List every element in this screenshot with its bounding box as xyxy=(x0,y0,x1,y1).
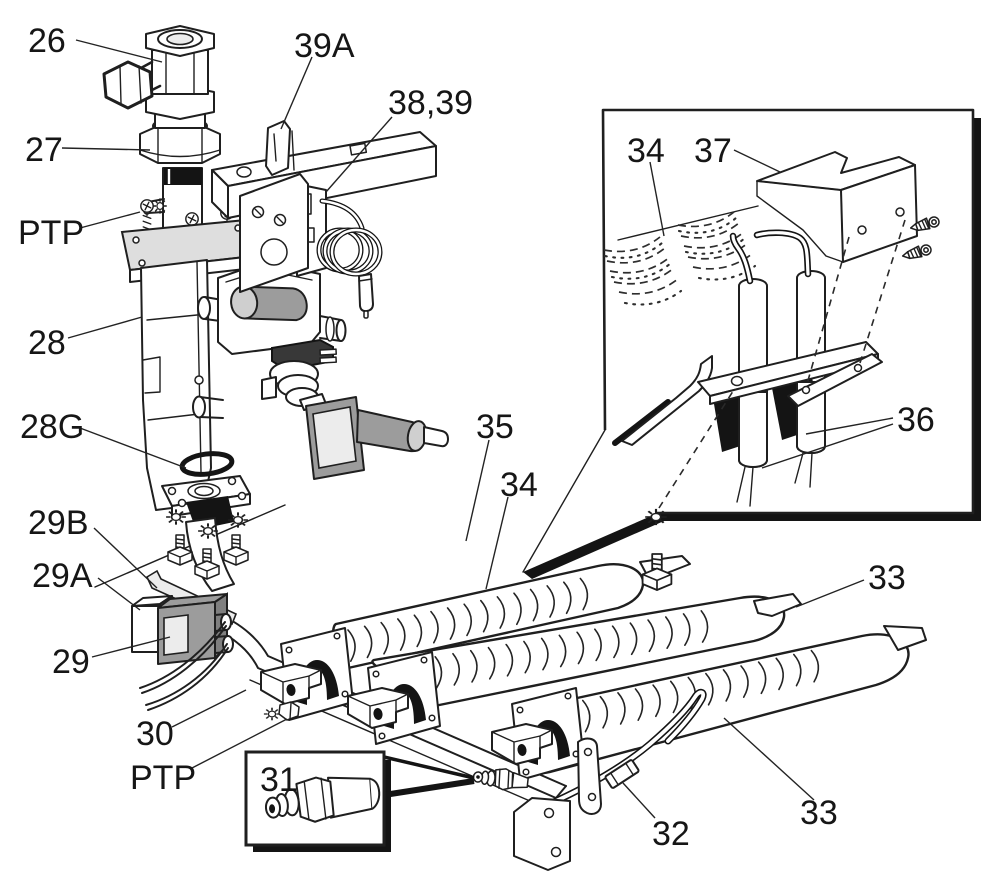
electrode-mounting-bracket xyxy=(612,341,883,446)
pilot-pipe xyxy=(541,688,707,810)
label-26: 26 xyxy=(28,22,66,60)
label-28g: 28G xyxy=(20,408,84,446)
injector-on-manifold xyxy=(472,768,529,791)
leader-lines xyxy=(61,39,865,819)
capillary-coil xyxy=(316,198,383,277)
ignition-box-29 xyxy=(157,592,234,665)
valve-boss-lower xyxy=(192,395,224,419)
ignition-unit xyxy=(131,569,238,711)
label-ptp-top: PTP xyxy=(18,214,84,252)
label-36: 36 xyxy=(897,401,935,439)
gas-cock xyxy=(102,25,234,254)
cock-handle xyxy=(102,60,162,110)
valve-actuator-stack xyxy=(261,360,319,407)
label-31: 31 xyxy=(260,761,298,799)
thermostat-38-39 xyxy=(239,173,383,319)
bracket-tab-39a xyxy=(265,120,295,176)
label-ptp-bottom: PTP xyxy=(130,759,196,797)
label-39a: 39A xyxy=(294,27,355,65)
pilot-pipe-fitting xyxy=(604,759,640,789)
cock-body xyxy=(145,25,215,120)
label-37: 37 xyxy=(694,132,732,170)
inset-injector-box xyxy=(244,750,475,852)
label-33-lower: 33 xyxy=(800,794,838,832)
thermostat-probe xyxy=(358,273,374,319)
label-35: 35 xyxy=(476,408,514,446)
main-solenoid xyxy=(299,393,449,480)
inset-electrode-panel xyxy=(522,108,981,591)
callout-labels: 26 27 PTP 28 28G 29B 29A 29 30 PTP 31 32… xyxy=(18,22,935,853)
label-27: 27 xyxy=(25,131,63,169)
label-29a: 29A xyxy=(32,557,93,595)
label-32: 32 xyxy=(652,815,690,853)
label-33-upper: 33 xyxy=(868,559,906,597)
ignition-leads xyxy=(139,621,229,711)
label-38-39: 38,39 xyxy=(388,84,473,122)
label-28: 28 xyxy=(28,324,66,362)
label-29b: 29B xyxy=(28,504,89,542)
electrode-star-washer xyxy=(644,507,668,527)
venturi-3 xyxy=(491,687,585,781)
gas-valve-body xyxy=(140,259,449,511)
label-30: 30 xyxy=(136,715,174,753)
support-bracket-pentagon xyxy=(513,797,571,871)
valve-outlet xyxy=(161,451,251,592)
label-34-main: 34 xyxy=(500,466,538,504)
injector-detail-drawing xyxy=(264,776,381,823)
retaining-bracket-37 xyxy=(756,151,918,263)
support-bracket-strip xyxy=(577,737,602,815)
label-29: 29 xyxy=(52,643,90,681)
label-34-inset: 34 xyxy=(627,132,665,170)
venturi-1 xyxy=(260,627,354,721)
ptp-test-point-bottom xyxy=(263,701,300,722)
